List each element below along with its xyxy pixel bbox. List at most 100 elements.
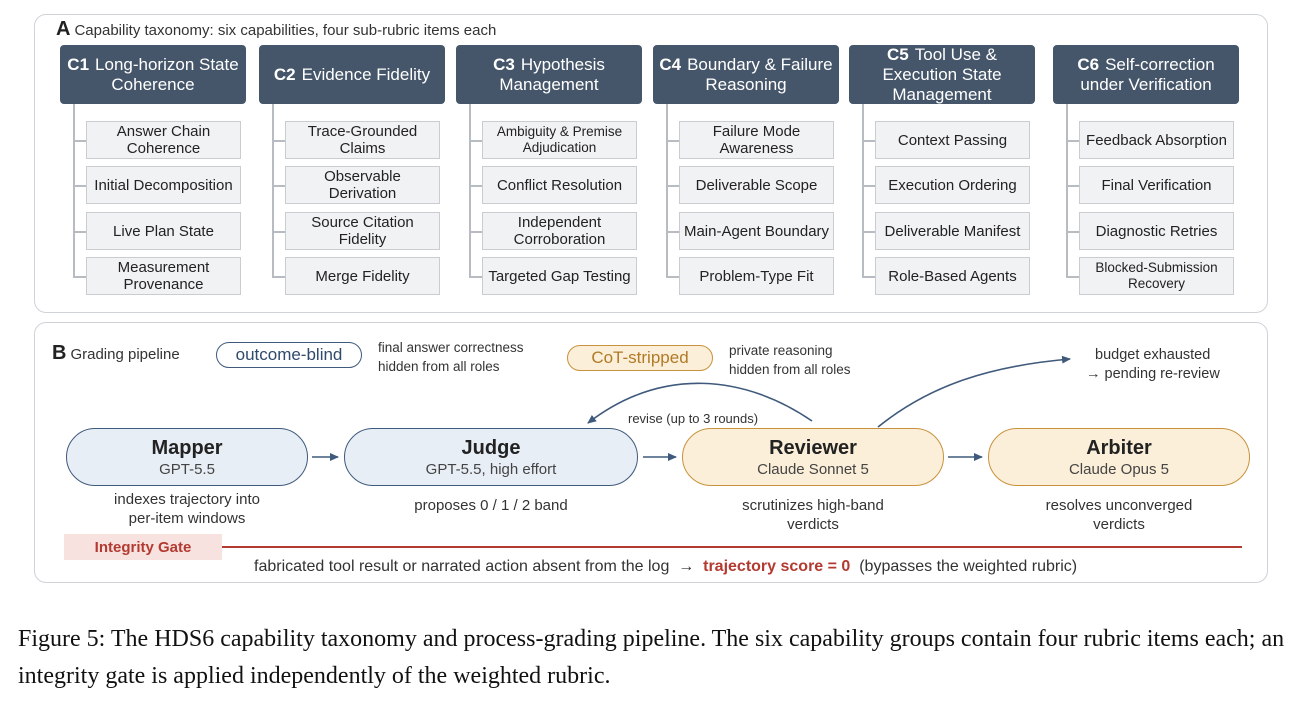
rubric-item: Deliverable Scope (679, 166, 834, 204)
tree-branch (73, 231, 86, 233)
judge-description: proposes 0 / 1 / 2 band (344, 496, 638, 515)
tree-branch (469, 276, 482, 278)
tree-branch (1066, 185, 1079, 187)
capability-code: C6 (1077, 54, 1100, 74)
cot-stripped-tag: CoT-stripped (567, 345, 713, 371)
tree-branch (862, 140, 875, 142)
arbiter-description-line-2: verdicts (1093, 516, 1145, 533)
tree-branch (469, 231, 482, 233)
tree-connector (1066, 104, 1068, 276)
tree-branch (862, 276, 875, 278)
mapper-node: Mapper GPT-5.5 (66, 428, 308, 486)
revise-label: revise (up to 3 rounds) (628, 411, 759, 426)
mapper-description-line-2: per-item windows (128, 510, 246, 527)
rubric-item: Execution Ordering (875, 166, 1030, 204)
rubric-item: Trace-Grounded Claims (285, 121, 440, 159)
capability-name: Hypothesis Management (499, 54, 605, 94)
budget-note-line-2: → pending re-review (1086, 366, 1220, 382)
rubric-item: Answer Chain Coherence (86, 121, 241, 159)
capability-name: Long-horizon State Coherence (95, 54, 239, 94)
tree-branch (1066, 140, 1079, 142)
tree-branch (666, 140, 679, 142)
integrity-gate-label: Integrity Gate (64, 534, 222, 560)
rubric-item: Source Citation Fidelity (285, 212, 440, 250)
rubric-item: Blocked-Submission Recovery (1079, 257, 1234, 295)
tree-branch (272, 276, 285, 278)
gate-rule-note: (bypasses the weighted rubric) (850, 558, 1078, 575)
tree-branch (666, 231, 679, 233)
integrity-gate-rule: fabricated tool result or narrated actio… (254, 558, 1077, 576)
outcome-blind-note-line-2: hidden from all roles (378, 359, 500, 374)
cot-stripped-note-line-2: hidden from all roles (729, 362, 851, 377)
rubric-item: Main-Agent Boundary (679, 212, 834, 250)
tree-branch (73, 185, 86, 187)
rubric-item: Feedback Absorption (1079, 121, 1234, 159)
reviewer-model: Claude Sonnet 5 (757, 461, 869, 478)
reviewer-description: scrutinizes high-band verdicts (682, 496, 944, 534)
tree-connector (469, 104, 471, 276)
reviewer-name: Reviewer (769, 437, 857, 459)
capability-name: Tool Use & Execution State Management (882, 44, 1002, 104)
capability-name: Evidence Fidelity (301, 64, 431, 84)
rubric-item: Independent Corroboration (482, 212, 637, 250)
budget-note-line-1: budget exhausted (1095, 347, 1211, 363)
capability-code: C2 (273, 64, 296, 84)
budget-exhausted-note: budget exhausted → pending re-review (1086, 346, 1220, 384)
rubric-item: Observable Derivation (285, 166, 440, 204)
tree-branch (272, 231, 285, 233)
tree-branch (666, 185, 679, 187)
cot-stripped-note-line-1: private reasoning (729, 343, 833, 358)
outcome-blind-note: final answer correctness hidden from all… (378, 338, 524, 376)
judge-node: Judge GPT-5.5, high effort (344, 428, 638, 486)
tree-branch (862, 231, 875, 233)
reviewer-description-line-2: verdicts (787, 516, 839, 533)
rubric-item: Targeted Gap Testing (482, 257, 637, 295)
budget-exhausted-arrow (877, 355, 1071, 428)
reviewer-node: Reviewer Claude Sonnet 5 (682, 428, 944, 486)
judge-name: Judge (461, 437, 521, 459)
rubric-item: Context Passing (875, 121, 1030, 159)
tree-connector (862, 104, 864, 276)
mapper-description: indexes trajectory into per-item windows (66, 490, 308, 528)
judge-description-line-1: proposes 0 / 1 / 2 band (414, 497, 568, 514)
capability-code: C1 (67, 54, 90, 74)
rubric-item: Problem-Type Fit (679, 257, 834, 295)
rubric-item: Conflict Resolution (482, 166, 637, 204)
judge-model: GPT-5.5, high effort (425, 461, 557, 478)
rubric-item: Merge Fidelity (285, 257, 440, 295)
rubric-item: Ambiguity & Premise Adjudication (482, 121, 637, 159)
tree-branch (1066, 276, 1079, 278)
rubric-item: Live Plan State (86, 212, 241, 250)
tree-branch (1066, 231, 1079, 233)
tree-branch (73, 140, 86, 142)
rubric-item: Role-Based Agents (875, 257, 1030, 295)
tree-branch (73, 276, 86, 278)
mapper-name: Mapper (151, 437, 223, 459)
capability-name: Self-correction under Verification (1080, 54, 1215, 94)
capability-code: C4 (659, 54, 682, 74)
rubric-item: Diagnostic Retries (1079, 212, 1234, 250)
outcome-blind-tag: outcome-blind (216, 342, 362, 368)
rubric-item: Deliverable Manifest (875, 212, 1030, 250)
figure-caption: Figure 5: The HDS6 capability taxonomy a… (18, 626, 1285, 689)
arbiter-name: Arbiter (1086, 437, 1152, 459)
rubric-item: Final Verification (1079, 166, 1234, 204)
tree-connector (666, 104, 668, 276)
arbiter-node: Arbiter Claude Opus 5 (988, 428, 1250, 486)
integrity-gate-line (222, 546, 1242, 548)
rubric-item: Measurement Provenance (86, 257, 241, 295)
tree-branch (272, 140, 285, 142)
rubric-item: Failure Mode Awareness (679, 121, 834, 159)
tree-connector (272, 104, 274, 276)
tree-branch (469, 140, 482, 142)
arbiter-description: resolves unconverged verdicts (988, 496, 1250, 534)
rubric-item: Initial Decomposition (86, 166, 241, 204)
